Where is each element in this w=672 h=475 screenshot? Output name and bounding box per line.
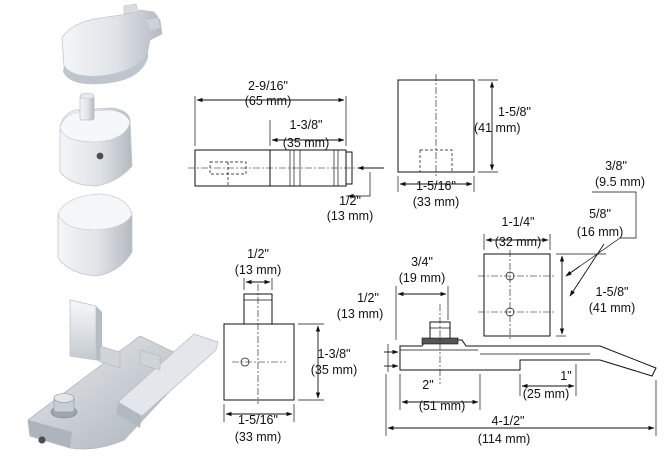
dim-top-pin-height-mm: (13 mm) <box>327 209 374 223</box>
dim-arm-offset-fraction: 3/8" <box>605 159 627 173</box>
bottom-arm-drawing: 3/4" (19 mm) 1-1/4" (32 mm) 3/8" (9.5 mm… <box>384 159 657 446</box>
dim-arm-plate-width-fraction: 1-1/4" <box>502 215 535 229</box>
dim-side-width-mm: (33 mm) <box>413 195 460 209</box>
photo-hinge-top-cap <box>61 3 163 85</box>
top-view-drawing: 2-9/16" (65 mm) 1-3/8" (35 mm) 1/2" (13 … <box>188 79 384 223</box>
dim-arm-slot-fraction: 1" <box>560 369 571 383</box>
dim-arm-offset-mm: (9.5 mm) <box>595 175 645 189</box>
bottom-arm-plate <box>483 253 551 337</box>
dim-arm-plate-offset-mm: (16 mm) <box>577 225 624 239</box>
dim-arm-plate-width-mm: (32 mm) <box>495 235 542 249</box>
dim-arm-plate-height-fraction: 1-5/8" <box>596 285 629 299</box>
dim-arm-slot-mm: (25 mm) <box>523 387 570 401</box>
dim-top-pin-height-fraction: 1/2" <box>339 194 361 208</box>
dim-top-pin-fraction: 1-3/8" <box>290 118 323 132</box>
photo-hinge-blank-block <box>57 193 133 277</box>
dim-side-height-mm: (41 mm) <box>474 121 521 135</box>
dim-arm-plate-height-mm: (41 mm) <box>589 301 636 315</box>
dim-front-block-width-mm: (33 mm) <box>235 430 282 444</box>
dim-top-overall-mm: (65 mm) <box>245 94 292 108</box>
dim-front-pin-height-mm: (13 mm) <box>337 307 384 321</box>
dim-arm-overall-mm: (114 mm) <box>478 432 531 446</box>
dim-front-block-height-fraction: 1-3/8" <box>318 347 351 361</box>
side-view-drawing: 1-5/8" (41 mm) 1-5/16" (33 mm) <box>397 74 531 209</box>
photo-hinge-pivot-block <box>59 92 133 187</box>
dim-arm-pin-diameter-fraction: 3/4" <box>411 255 433 269</box>
dim-arm-pin-center-mm: (51 mm) <box>419 399 466 413</box>
dim-top-pin-mm: (35 mm) <box>283 136 330 150</box>
dim-top-overall-fraction: 2-9/16" <box>248 79 288 93</box>
dim-arm-pin-diameter-mm: (19 mm) <box>399 271 446 285</box>
bottom-arm-body <box>399 339 657 377</box>
dim-arm-pin-center-fraction: 2" <box>422 378 433 392</box>
dim-front-pin-width-mm: (13 mm) <box>235 263 282 277</box>
photo-hinge-bottom-arm <box>27 299 219 450</box>
dim-front-block-width-fraction: 1-5/16" <box>238 413 278 427</box>
front-block-drawing: 1/2" (13 mm) 1/2" (13 mm) 1-3/8" (35 mm)… <box>223 247 384 444</box>
dim-side-height-fraction: 1-5/8" <box>498 105 531 119</box>
dim-side-width-fraction: 1-5/16" <box>416 179 456 193</box>
dim-arm-overall-fraction: 4-1/2" <box>492 414 525 428</box>
dim-arm-plate-offset-fraction: 5/8" <box>589 207 611 221</box>
dim-front-block-height-mm: (35 mm) <box>311 363 358 377</box>
dim-front-pin-width-fraction: 1/2" <box>247 247 269 261</box>
dim-front-pin-height-fraction: 1/2" <box>357 291 379 305</box>
